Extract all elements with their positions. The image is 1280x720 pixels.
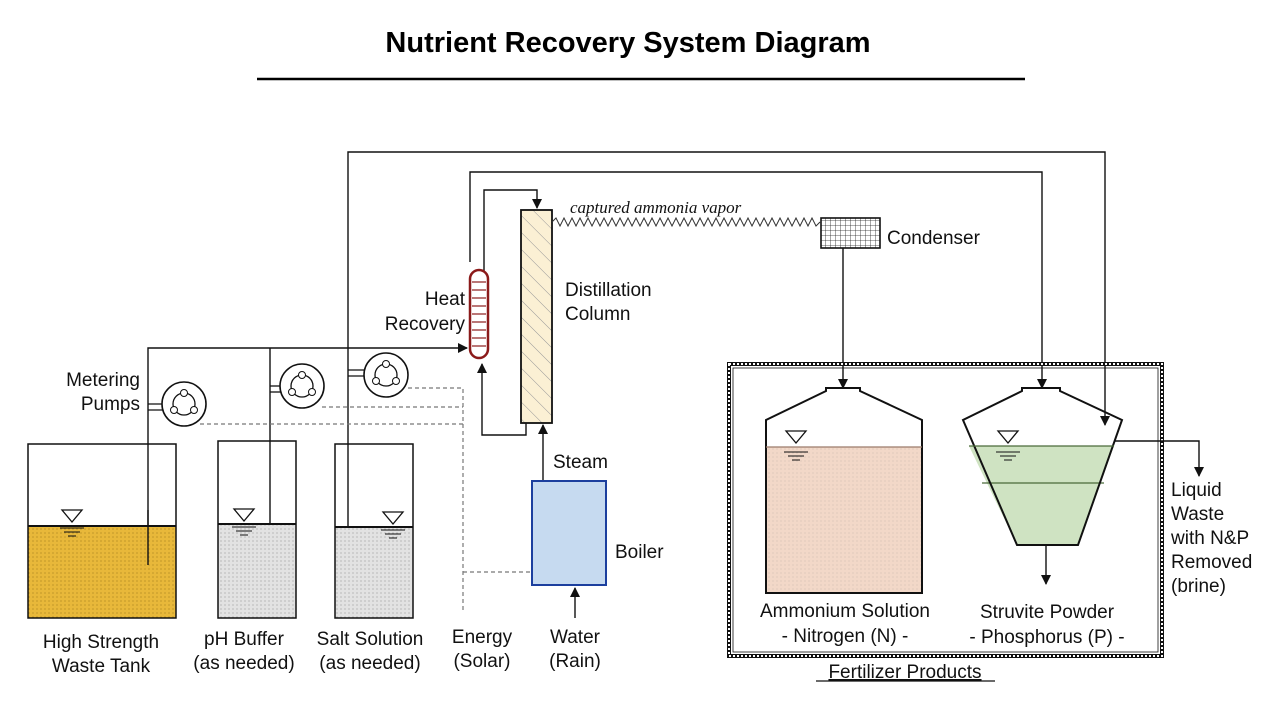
water-level-icon	[60, 509, 84, 524]
struvite-label-2: - Phosphorus (P) -	[969, 627, 1124, 648]
ph-buffer-label-1: pH Buffer	[204, 629, 285, 650]
condenser	[820, 217, 881, 389]
heat-recovery-label-1: Heat	[425, 289, 466, 310]
ammonium-label-1: Ammonium Solution	[760, 601, 930, 622]
liquid-waste-label-3: with N&P	[1170, 528, 1249, 549]
page-title: Nutrient Recovery System Diagram	[385, 27, 870, 59]
ammonium-label-2: - Nitrogen (N) -	[782, 626, 909, 647]
condenser-label: Condenser	[887, 228, 981, 249]
steam-label: Steam	[553, 452, 608, 473]
ammonium-solution-tank	[765, 387, 923, 594]
high-strength-waste-tank	[27, 443, 177, 619]
fertilizer-products-frame	[727, 362, 1164, 658]
water-level-icon	[996, 430, 1020, 445]
distillation-label-2: Column	[565, 304, 630, 325]
boiler-label: Boiler	[615, 542, 664, 563]
boiler	[531, 424, 607, 618]
water-label-1: Water	[550, 627, 601, 648]
ph-buffer-label-2: (as needed)	[193, 653, 294, 674]
metering-pump-3	[348, 352, 409, 398]
waste-tank-label-1: High Strength	[43, 632, 159, 653]
captured-vapor-label: captured ammonia vapor	[570, 198, 742, 217]
energy-dashed-lines	[200, 387, 530, 610]
top-recirculation-pipes	[347, 151, 1110, 565]
metering-pump-1	[148, 381, 207, 427]
energy-label-2: (Solar)	[453, 651, 510, 672]
metering-pump-2	[270, 363, 325, 409]
salt-solution-label-1: Salt Solution	[317, 629, 424, 650]
salt-solution-label-2: (as needed)	[319, 653, 420, 674]
waste-tank-label-2: Waste Tank	[52, 656, 151, 677]
distillation-column	[520, 209, 553, 424]
metering-pumps-label-2: Pumps	[81, 394, 140, 415]
struvite-tank	[961, 387, 1204, 585]
ph-buffer-tank	[217, 440, 297, 619]
distillation-label-1: Distillation	[565, 280, 652, 301]
water-label-2: (Rain)	[549, 651, 601, 672]
heat-recovery-exchanger	[468, 268, 490, 360]
heat-recovery-label-2: Recovery	[385, 314, 466, 335]
liquid-waste-label-5: (brine)	[1171, 576, 1226, 597]
energy-label-1: Energy	[452, 627, 513, 648]
liquid-waste-label-1: Liquid	[1171, 480, 1222, 501]
liquid-waste-label-2: Waste	[1171, 504, 1224, 525]
vapor-line	[551, 216, 821, 228]
struvite-label-1: Struvite Powder	[980, 602, 1115, 623]
water-level-icon	[232, 508, 256, 523]
water-level-icon	[381, 511, 405, 526]
liquid-waste-label-4: Removed	[1171, 552, 1252, 573]
metering-pumps-label-1: Metering	[66, 370, 140, 391]
fertilizer-products-label: Fertilizer Products	[828, 662, 981, 683]
salt-solution-tank	[334, 443, 414, 619]
water-level-icon	[784, 430, 808, 445]
